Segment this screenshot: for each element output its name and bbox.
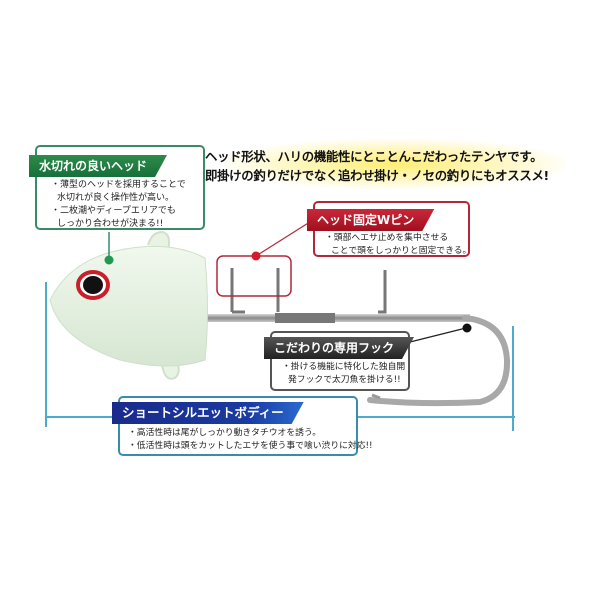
callout-w-pin: ヘッド固定Wピン ・頭部へエサ止めを集中させる ことで頭をしっかりと固定できる。 bbox=[313, 201, 472, 257]
callout-w-pin-body: ・頭部へエサ止めを集中させる ことで頭をしっかりと固定できる。 bbox=[325, 233, 472, 256]
headline-line-1: ヘッド形状、ハリの機能性にとことんこだわったテンヤです。 bbox=[205, 149, 543, 164]
callout-hook-body: ・掛ける機能に特化した独自開 発フックで太刀魚を掛ける!! bbox=[282, 362, 406, 385]
callout-hook-title: こだわりの専用フック bbox=[264, 337, 414, 359]
callout-head-body: ・薄型のヘッドを採用することで 水切れが良く操作性が高い。 ・二枚潮やディープエ… bbox=[51, 180, 186, 229]
headline-highlight bbox=[225, 139, 565, 189]
callout-body-title: ショートシルエットボディー bbox=[112, 402, 304, 424]
callout-body: ショートシルエットボディー ・高活性時は尾がしっかり動きタチウオを誘う。 ・低活… bbox=[118, 396, 373, 456]
headline-line-2: 即掛けの釣りだけでなく追わせ掛け・ノセの釣りにもオススメ! bbox=[205, 168, 549, 183]
callout-w-pin-title: ヘッド固定Wピン bbox=[307, 209, 434, 231]
measure-line-left bbox=[45, 282, 47, 427]
headline: ヘッド形状、ハリの機能性にとことんこだわったテンヤです。 即掛けの釣りだけでなく… bbox=[205, 139, 590, 189]
callout-body-body: ・高活性時は尾がしっかり動きタチウオを誘う。 ・低活性時は頭をカットしたエサを使… bbox=[128, 428, 373, 451]
callout-head-title: 水切れの良いヘッド bbox=[29, 155, 167, 177]
measure-line-right bbox=[512, 326, 514, 431]
callout-hook: こだわりの専用フック ・掛ける機能に特化した独自開 発フックで太刀魚を掛ける!! bbox=[270, 331, 410, 391]
callout-head: 水切れの良いヘッド ・薄型のヘッドを採用することで 水切れが良く操作性が高い。 … bbox=[35, 145, 205, 230]
